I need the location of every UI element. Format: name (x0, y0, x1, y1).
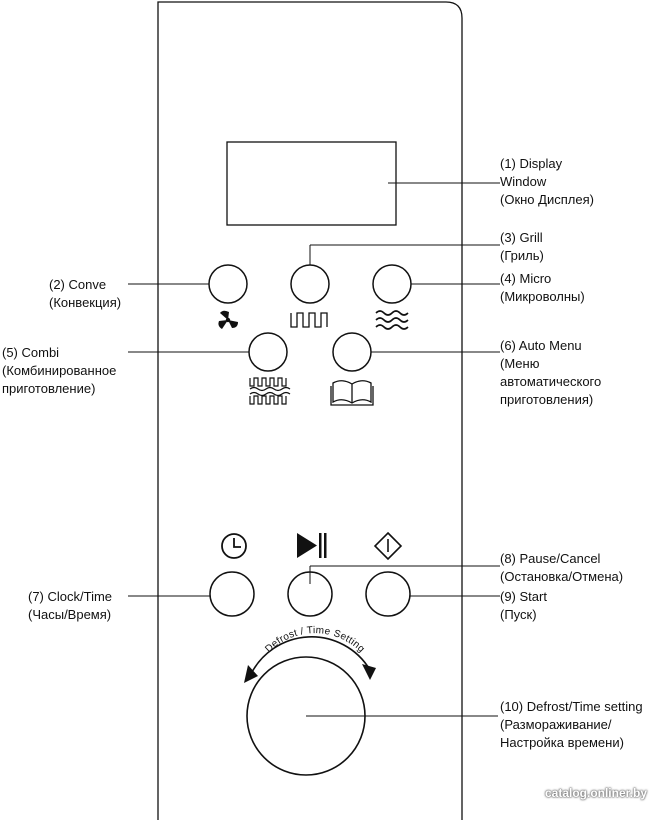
label-line: (4) Micro (500, 271, 552, 286)
label-display-window: (1) Display Window (Окно Дисплея) (500, 155, 594, 209)
micro-button[interactable] (372, 264, 412, 304)
label-micro: (4) Micro (Микроволны) (500, 270, 585, 306)
start-diamond-icon (373, 531, 403, 561)
label-line: (Конвекция) (49, 295, 122, 310)
label-clock-time: (7) Clock/Time (Часы/Время) (28, 588, 112, 624)
label-line: приготовление) (2, 381, 96, 396)
label-line: (Гриль) (500, 248, 544, 263)
label-pause-cancel: (8) Pause/Cancel (Остановка/Отмена) (500, 550, 623, 586)
watermark: catalog.onliner.by (544, 786, 647, 800)
label-defrost-time: (10) Defrost/Time setting (Размораживани… (500, 698, 643, 752)
label-auto-menu: (6) Auto Menu (Меню автоматического приг… (500, 337, 601, 409)
grill-button[interactable] (290, 264, 330, 304)
play-pause-icon (297, 533, 327, 558)
clock-icon (221, 533, 247, 559)
combi-button[interactable] (248, 332, 288, 372)
fan-icon (218, 310, 238, 329)
label-line: (9) Start (500, 589, 547, 604)
auto-menu-button[interactable] (332, 332, 372, 372)
label-line: Window (500, 174, 547, 189)
control-panel-outline (157, 1, 463, 820)
label-line: (5) Combi (2, 345, 60, 360)
label-line: (10) Defrost/Time setting (500, 699, 643, 714)
microwave-waves-icon (375, 310, 409, 330)
display-window (226, 141, 397, 226)
conve-button[interactable] (208, 264, 248, 304)
label-conve: (2) Conve (Конвекция) (49, 276, 121, 312)
label-line: (Остановка/Отмена) (500, 569, 624, 584)
label-line: (8) Pause/Cancel (500, 551, 601, 566)
label-line: (Пуск) (500, 607, 537, 622)
label-line: (Микроволны) (500, 289, 585, 304)
label-line: автоматического (500, 374, 602, 389)
label-start: (9) Start (Пуск) (500, 588, 547, 624)
label-line: (3) Grill (500, 230, 543, 245)
label-line: (Комбинированное (2, 363, 117, 378)
label-line: (6) Auto Menu (500, 338, 582, 353)
label-line: (Размораживание/ (500, 717, 612, 732)
label-combi: (5) Combi (Комбинированное приготовление… (2, 344, 116, 398)
combi-icon (249, 377, 291, 405)
grill-heater-icon (290, 312, 328, 328)
clock-time-button[interactable] (209, 571, 255, 617)
label-grill: (3) Grill (Гриль) (500, 229, 544, 265)
label-line: Настройка времени) (500, 735, 624, 750)
start-button[interactable] (365, 571, 411, 617)
label-line: (2) Conve (49, 277, 107, 292)
label-line: (Окно Дисплея) (500, 192, 594, 207)
label-line: (7) Clock/Time (28, 589, 113, 604)
label-line: (Меню (500, 356, 540, 371)
label-line: (Часы/Время) (28, 607, 112, 622)
dial-arc-arrow (244, 636, 376, 683)
label-line: (1) Display (500, 156, 563, 171)
open-book-icon (330, 380, 374, 406)
label-line: приготовления) (500, 392, 594, 407)
